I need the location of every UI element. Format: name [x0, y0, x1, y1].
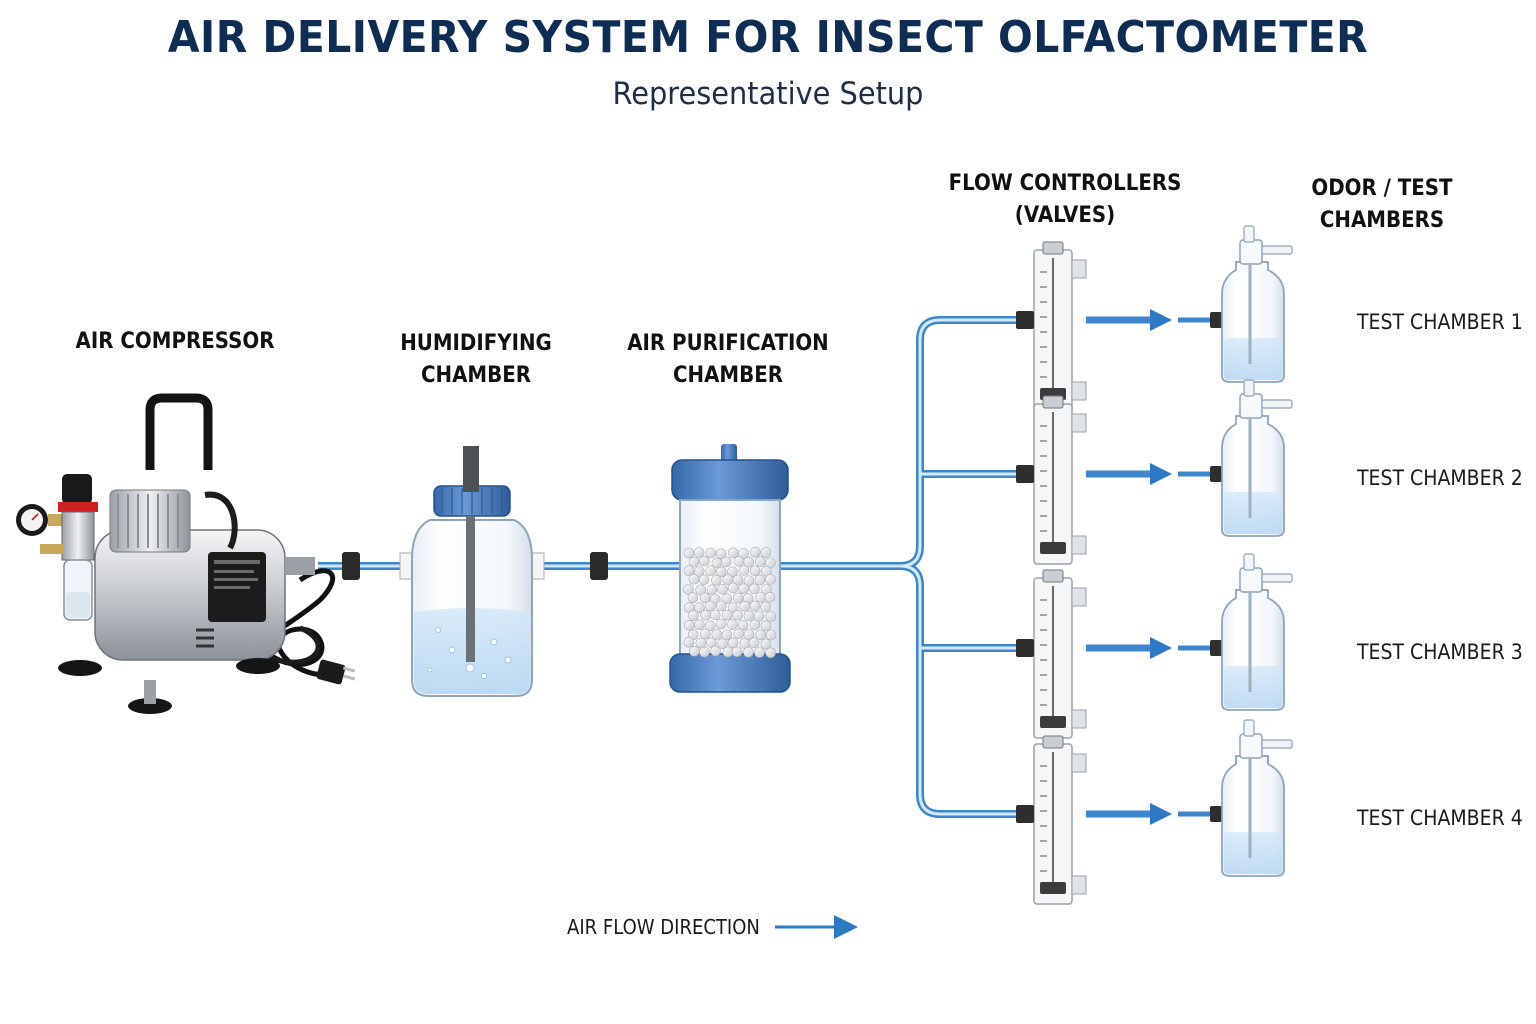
flow-controller-1 — [1016, 241, 1222, 411]
test-chamber-3-label: TEST CHAMBER 3 — [1357, 640, 1523, 664]
page-subtitle: Representative Setup — [612, 76, 924, 112]
branch-flow-arrow-3 — [1150, 637, 1172, 659]
flow-controller-4 — [1016, 735, 1222, 905]
air-compressor — [16, 393, 360, 714]
test-chamber-3 — [1221, 553, 1293, 711]
test-chamber-1 — [1221, 225, 1293, 383]
branch-flow-arrow-4 — [1150, 803, 1172, 825]
flow-controller-2 — [1016, 395, 1222, 565]
branch-flow-arrow-2 — [1150, 463, 1172, 485]
purification-beads — [683, 546, 777, 659]
humidifying-chamber — [399, 446, 545, 697]
odor-test-chambers-label: ODOR / TEST CHAMBERS — [1311, 176, 1453, 233]
branch-flow-arrow-1 — [1150, 309, 1172, 331]
odor-test-chambers — [1221, 225, 1293, 877]
test-chamber-2-label: TEST CHAMBER 2 — [1357, 466, 1523, 490]
test-chamber-2 — [1221, 379, 1293, 537]
manifold-tubing — [899, 316, 1018, 818]
air-flow-direction-label: AIR FLOW DIRECTION — [567, 915, 760, 939]
flow-controllers-label: FLOW CONTROLLERS (VALVES) — [948, 171, 1182, 228]
test-chamber-4 — [1221, 719, 1293, 877]
tube-fittings — [590, 552, 608, 580]
flow-controller-inlet-2 — [1016, 465, 1034, 483]
air-purification-label: AIR PURIFICATION CHAMBER — [627, 331, 829, 388]
flow-controllers — [1016, 241, 1222, 905]
test-chamber-4-label: TEST CHAMBER 4 — [1357, 806, 1523, 830]
humidifying-chamber-label: HUMIDIFYING CHAMBER — [400, 331, 552, 388]
flow-controller-inlet-1 — [1016, 311, 1034, 329]
air-purification-chamber — [669, 444, 791, 693]
compressor-label: AIR COMPRESSOR — [75, 329, 275, 354]
page-title: AIR DELIVERY SYSTEM FOR INSECT OLFACTOME… — [167, 12, 1369, 63]
flow-controller-inlet-3 — [1016, 639, 1034, 657]
test-chamber-1-label: TEST CHAMBER 1 — [1357, 310, 1523, 334]
flow-controller-3 — [1016, 569, 1222, 739]
flow-controller-inlet-4 — [1016, 805, 1034, 823]
